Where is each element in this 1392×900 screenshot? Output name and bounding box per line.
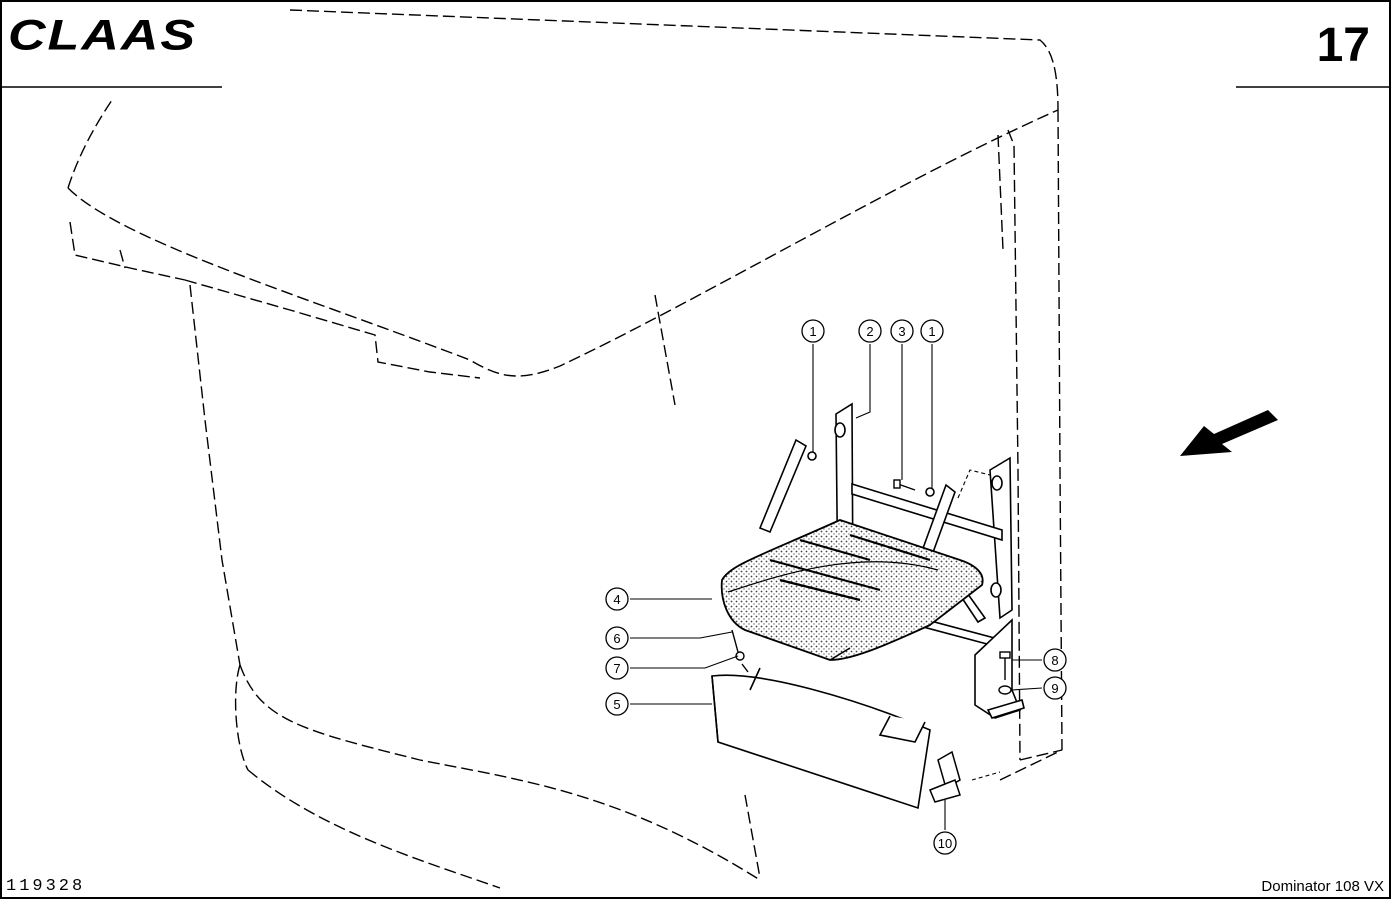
callout-3: 3 — [898, 324, 905, 339]
machine-outline — [67, 9, 1063, 889]
callout-7: 7 — [613, 661, 620, 676]
small-bracket — [929, 750, 961, 803]
leader-lines — [630, 344, 1043, 830]
callout-5: 5 — [613, 697, 620, 712]
callout-1a: 1 — [809, 324, 816, 339]
callout-4: 4 — [613, 592, 620, 607]
document-id: 119328 — [6, 877, 86, 896]
callout-2: 2 — [866, 324, 873, 339]
claas-logo: CLAAS — [8, 11, 198, 60]
callout-8: 8 — [1051, 653, 1058, 668]
small-parts — [731, 479, 1012, 695]
callout-6: 6 — [613, 631, 620, 646]
callout-9: 9 — [1051, 681, 1058, 696]
model-name: Dominator 108 VX — [1261, 878, 1384, 895]
cover-plate — [711, 667, 931, 810]
page-number: 17 — [1316, 19, 1370, 72]
seat-cushion — [720, 519, 984, 661]
direction-arrow-icon — [1180, 410, 1278, 456]
callout-1b: 1 — [928, 324, 935, 339]
callout-10: 10 — [938, 836, 952, 851]
callout-circles — [605, 319, 1067, 855]
